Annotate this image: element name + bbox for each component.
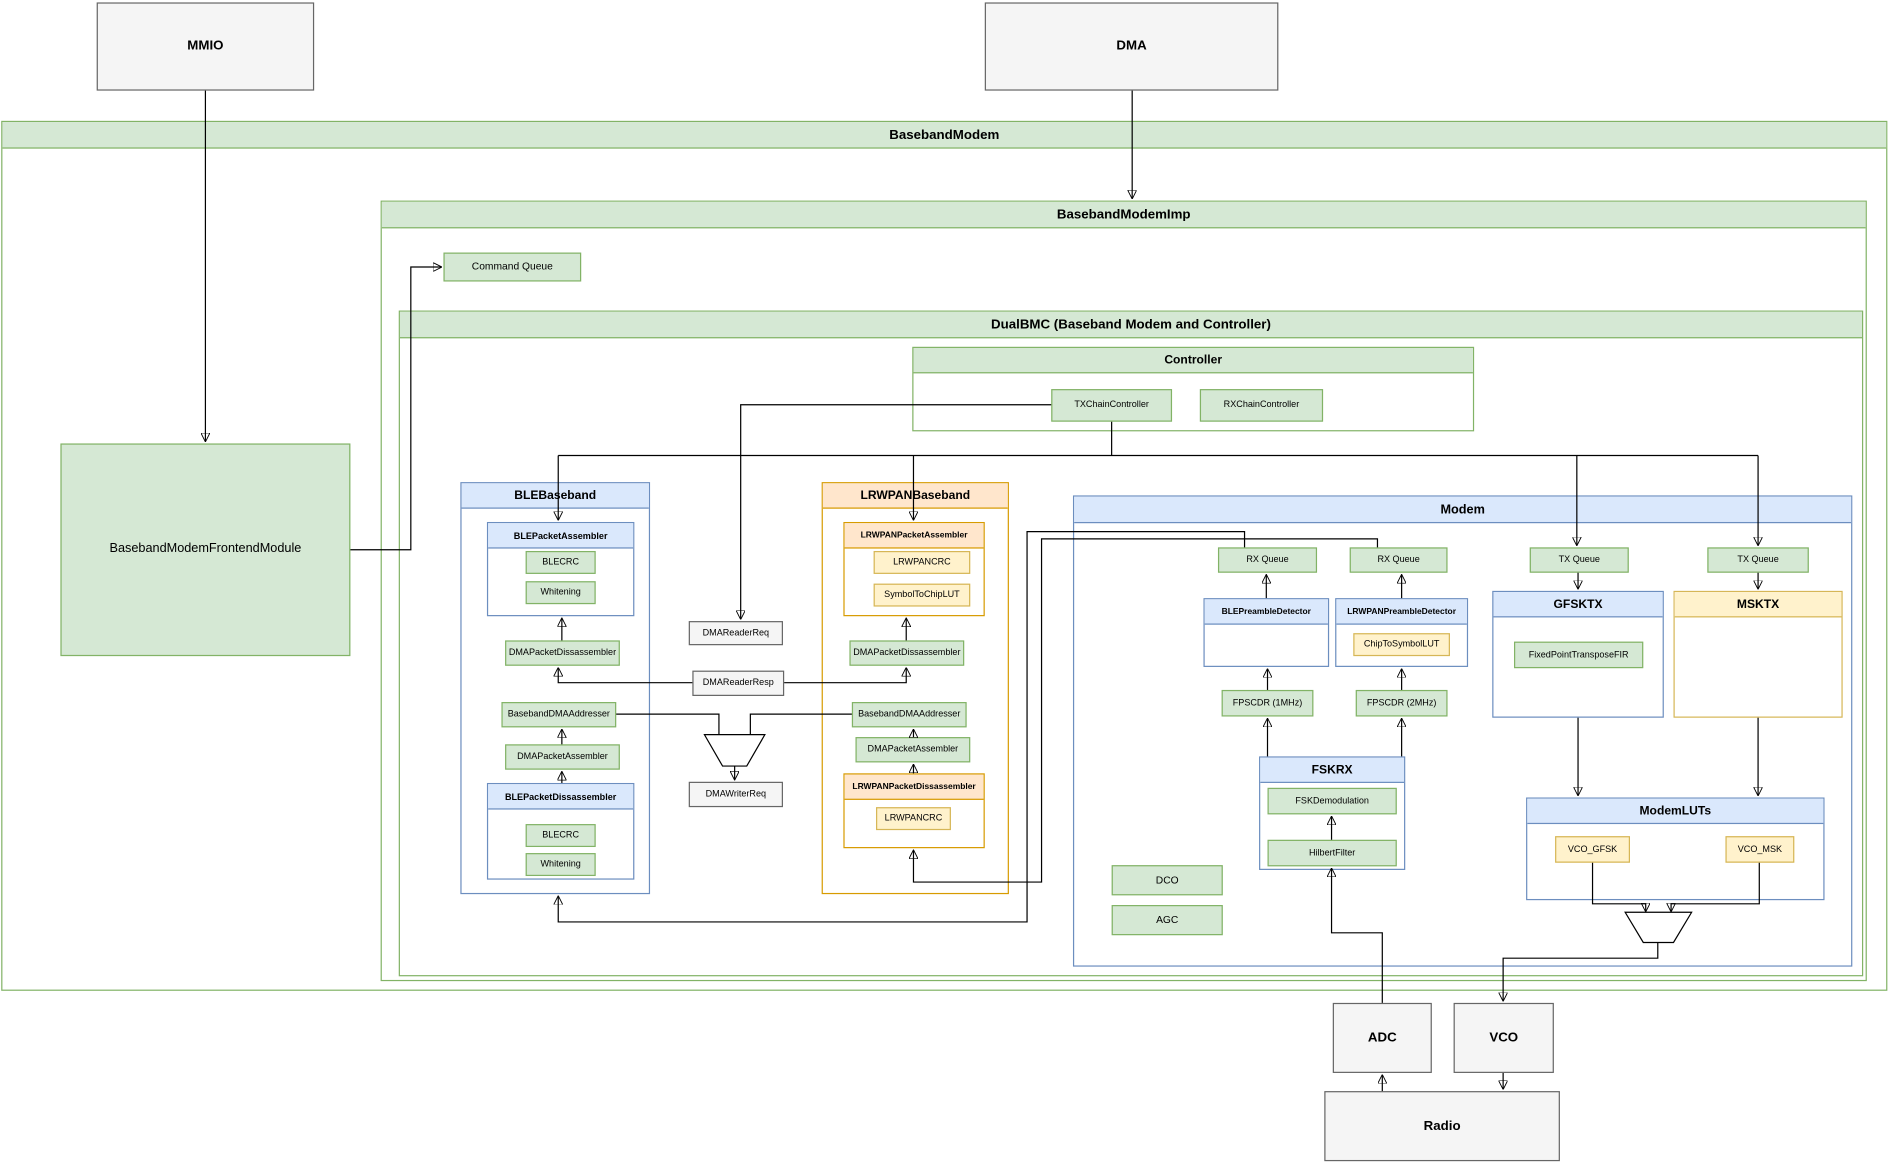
baseband-modem-title: BasebandModem	[2, 122, 1887, 149]
fpscdr-2mhz-block: FPSCDR (2MHz)	[1355, 689, 1448, 717]
ble-baseband-title: BLEBaseband	[461, 483, 649, 509]
lrwpan-crc-block: LRWPANCRC	[873, 550, 971, 574]
vco-msk-lut-block: VCO_MSK	[1725, 836, 1795, 863]
msktx-container: MSKTX	[1673, 590, 1843, 718]
modem-title: Modem	[1074, 496, 1852, 524]
dual-bmc-title: DualBMC (Baseband Modem and Controller)	[399, 311, 1862, 339]
lrwpan-baseband-dma-addresser-block: BasebandDMAAddresser	[851, 702, 967, 728]
modem-luts-title: ModemLUTs	[1527, 798, 1824, 825]
mmio-block: MMIO	[96, 2, 315, 91]
adc-block: ADC	[1332, 1002, 1432, 1073]
fsk-demodulation-block: FSKDemodulation	[1267, 787, 1397, 815]
lrwpan-crc2-block: LRWPANCRC	[876, 807, 951, 831]
lrwpan-packet-dissassembler-title: LRWPANPacketDissassembler	[844, 774, 984, 800]
tx-queue-1-block: TX Queue	[1529, 547, 1629, 573]
lrwpan-preamble-detector-title: LRWPANPreambleDetector	[1336, 599, 1467, 625]
ble-dma-packet-dissassembler-block: DMAPacketDissassembler	[505, 640, 620, 666]
vco-block: VCO	[1453, 1002, 1554, 1073]
ble-packet-assembler-title: BLEPacketAssembler	[488, 523, 634, 549]
dma-block: DMA	[984, 2, 1279, 91]
controller-container: Controller	[912, 346, 1475, 432]
rx-chain-controller-block: RXChainController	[1199, 389, 1324, 422]
fixed-point-transpose-fir-block: FixedPointTransposeFIR	[1513, 641, 1644, 669]
whitening-block: Whitening	[525, 581, 596, 605]
dma-reader-resp-block: DMAReaderResp	[692, 670, 785, 696]
ble-dma-packet-assembler-block: DMAPacketAssembler	[505, 744, 620, 770]
ble-crc-block: BLECRC	[525, 550, 596, 574]
msktx-title: MSKTX	[1674, 592, 1842, 618]
vco-gfsk-lut-block: VCO_GFSK	[1555, 836, 1630, 863]
agc-block: AGC	[1111, 905, 1223, 936]
dco-block: DCO	[1111, 865, 1223, 896]
lrwpan-packet-assembler-title: LRWPANPacketAssembler	[844, 523, 984, 549]
tx-queue-2-block: TX Queue	[1707, 547, 1809, 573]
baseband-modem-imp-title: BasebandModemImp	[381, 201, 1866, 229]
baseband-modem-container: BasebandModem	[1, 120, 1888, 991]
hilbert-filter-block: HilbertFilter	[1267, 839, 1397, 867]
whitening2-block: Whitening	[525, 853, 596, 877]
dma-reader-req-block: DMAReaderReq	[688, 621, 783, 646]
controller-title: Controller	[913, 347, 1473, 374]
dual-bmc-container: DualBMC (Baseband Modem and Controller)	[398, 310, 1864, 977]
baseband-modem-imp-container: BasebandModemImp	[380, 200, 1867, 982]
ble-baseband-container: BLEBaseband	[460, 482, 651, 895]
rx-queue-1-block: RX Queue	[1217, 547, 1318, 573]
lrwpan-dma-packet-assembler-block: DMAPacketAssembler	[855, 737, 971, 763]
frontend-module-block: BasebandModemFrontendModule	[60, 443, 351, 657]
ble-preamble-detector-container: BLEPreambleDetector	[1203, 598, 1330, 667]
ble-baseband-dma-addresser-block: BasebandDMAAddresser	[501, 702, 617, 728]
command-queue-block: Command Queue	[443, 252, 582, 282]
symbol-to-chip-lut-block: SymbolToChipLUT	[873, 583, 971, 607]
gfsktx-title: GFSKTX	[1493, 592, 1663, 618]
dma-writer-req-block: DMAWriterReq	[688, 781, 783, 808]
ble-crc2-block: BLECRC	[525, 824, 596, 848]
lrwpan-dma-packet-dissassembler-block: DMAPacketDissassembler	[849, 640, 965, 666]
lrwpan-baseband-title: LRWPANBaseband	[822, 483, 1008, 509]
rx-queue-2-block: RX Queue	[1349, 547, 1448, 573]
chip-to-symbol-lut-block: ChipToSymbolLUT	[1353, 633, 1450, 657]
fskrx-title: FSKRX	[1260, 757, 1405, 783]
ble-preamble-detector-title: BLEPreambleDetector	[1204, 599, 1328, 625]
ble-packet-dissassembler-title: BLEPacketDissassembler	[488, 784, 634, 810]
radio-block: Radio	[1324, 1091, 1560, 1162]
fpscdr-1mhz-block: FPSCDR (1MHz)	[1221, 689, 1314, 717]
tx-chain-controller-block: TXChainController	[1051, 389, 1173, 422]
